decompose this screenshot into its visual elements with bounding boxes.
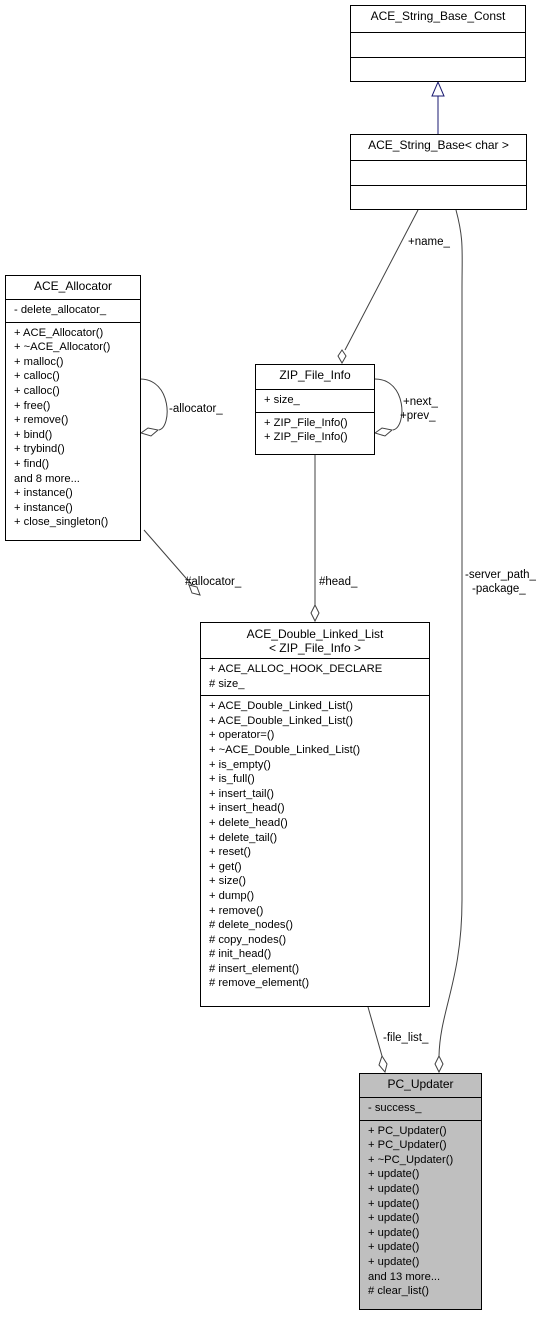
operation: + find() — [14, 457, 50, 470]
operations-section: + ACE_Double_Linked_List() + ACE_Double_… — [201, 695, 429, 995]
operation: + reset() — [209, 846, 251, 859]
operation: + ACE_Double_Linked_List() — [209, 700, 353, 713]
attribute: - delete_allocator_ — [14, 304, 107, 316]
operation: # delete_nodes() — [209, 919, 293, 932]
name-edge — [337, 209, 419, 365]
class-ace-double-linked-list[interactable]: ACE_Double_Linked_List < ZIP_File_Info >… — [200, 622, 430, 1007]
attributes-section: - delete_allocator_ — [6, 299, 140, 322]
operation: + delete_tail() — [209, 831, 278, 844]
operation: + PC_Updater() — [368, 1139, 447, 1152]
operation: + ACE_Allocator() — [14, 326, 104, 339]
operation: # remove_element() — [209, 977, 310, 990]
operation: + ACE_Double_Linked_List() — [209, 714, 353, 727]
class-title: ACE_Allocator — [33, 279, 113, 293]
class-title: ACE_String_Base_Const — [370, 9, 506, 23]
class-ace-string-base-char[interactable]: ACE_String_Base< char > — [350, 134, 527, 210]
attributes-section — [351, 32, 525, 57]
attribute: + size_ — [264, 394, 300, 406]
attribute: # size_ — [209, 677, 245, 690]
operation: + remove() — [14, 414, 69, 427]
edge-label-head: #head_ — [319, 576, 358, 588]
operation: # clear_list() — [368, 1285, 429, 1298]
operation: # copy_nodes() — [209, 933, 287, 946]
class-title: PC_Updater — [387, 1077, 454, 1091]
operation: + is_empty() — [209, 758, 271, 771]
next-prev-self-edge — [373, 378, 403, 437]
operation: + delete_head() — [209, 816, 288, 829]
operation: + PC_Updater() — [368, 1124, 447, 1137]
operation: + instance() — [14, 487, 73, 500]
operation: + ZIP_File_Info() — [264, 416, 348, 429]
operation: + ~ACE_Allocator() — [14, 341, 111, 354]
operation: + bind() — [14, 428, 53, 441]
operation: + update() — [368, 1255, 420, 1268]
operation: + update() — [368, 1182, 420, 1195]
operation: # init_head() — [209, 948, 272, 961]
class-ace-allocator[interactable]: ACE_Allocator - delete_allocator_ + ACE_… — [5, 275, 141, 541]
edge-label-allocator: #allocator_ — [185, 576, 242, 588]
inheritance-edge — [431, 80, 445, 134]
operation: + update() — [368, 1197, 420, 1210]
class-ace-string-base-const[interactable]: ACE_String_Base_Const — [350, 5, 526, 82]
attributes-section — [351, 160, 526, 185]
operation: + get() — [209, 860, 242, 873]
edge-label-name: +name_ — [408, 236, 450, 248]
operation: + free() — [14, 399, 51, 412]
operation: + trybind() — [14, 443, 65, 456]
operation: + size() — [209, 875, 246, 888]
operation: + ~PC_Updater() — [368, 1153, 454, 1166]
attribute: - success_ — [368, 1102, 422, 1114]
operations-section — [351, 185, 526, 209]
more-operations-note: and 8 more... — [14, 472, 80, 485]
operation: + malloc() — [14, 355, 64, 368]
edge-label-file-list: -file_list_ — [383, 1032, 429, 1044]
attributes-section: + ACE_ALLOC_HOOK_DECLARE # size_ — [201, 658, 429, 695]
operation: + update() — [368, 1241, 420, 1254]
operation: + ZIP_File_Info() — [264, 431, 348, 444]
operation: # insert_element() — [209, 962, 300, 975]
class-title: ACE_Double_Linked_List < ZIP_File_Info > — [201, 623, 429, 658]
operations-section: + ZIP_File_Info() + ZIP_File_Info() — [256, 411, 374, 449]
attributes-section: - success_ — [360, 1097, 481, 1120]
edge-label-allocator-self: -allocator_ — [169, 403, 223, 415]
more-operations-note: and 13 more... — [368, 1270, 441, 1283]
class-title: ZIP_File_Info — [279, 368, 351, 382]
class-pc-updater[interactable]: PC_Updater - success_ + PC_Updater() + P… — [359, 1073, 482, 1310]
head-edge — [310, 455, 320, 623]
class-title: ACE_String_Base< char > — [368, 138, 509, 152]
operations-section: + PC_Updater() + PC_Updater() + ~PC_Upda… — [360, 1119, 481, 1303]
allocator-self-edge — [139, 378, 168, 437]
operation: + ~ACE_Double_Linked_List() — [209, 743, 361, 756]
operation: + insert_tail() — [209, 787, 274, 800]
file-list-edge — [367, 1006, 388, 1074]
operations-section: + ACE_Allocator() + ~ACE_Allocator() + m… — [6, 321, 140, 534]
operation: + update() — [368, 1226, 420, 1239]
operation: + calloc() — [14, 370, 60, 383]
operation: + instance() — [14, 501, 73, 514]
operation: + dump() — [209, 889, 255, 902]
class-title-line: ACE_Double_Linked_List — [246, 627, 384, 641]
edge-label-next: +next_ — [403, 396, 438, 408]
operation: + remove() — [209, 904, 264, 917]
operation: + update() — [368, 1168, 420, 1181]
operation: + operator=() — [209, 729, 275, 742]
edge-label-prev: +prev_ — [400, 410, 436, 422]
edge-label-server-path: -server_path_ — [465, 569, 536, 581]
operations-section — [351, 57, 525, 81]
operation: + close_singleton() — [14, 516, 109, 529]
edge-label-package: -package_ — [472, 583, 526, 595]
operation: + update() — [368, 1212, 420, 1225]
attributes-section: + size_ — [256, 389, 374, 412]
attribute: + ACE_ALLOC_HOOK_DECLARE — [209, 663, 383, 675]
operation: + calloc() — [14, 384, 60, 397]
operation: + is_full() — [209, 773, 255, 786]
allocator-edge — [143, 529, 201, 596]
operation: + insert_head() — [209, 802, 285, 815]
class-title-template: < ZIP_File_Info > — [268, 641, 362, 655]
class-zip-file-info[interactable]: ZIP_File_Info + size_ + ZIP_File_Info() … — [255, 364, 375, 455]
server-path-package-edge — [434, 209, 463, 1074]
